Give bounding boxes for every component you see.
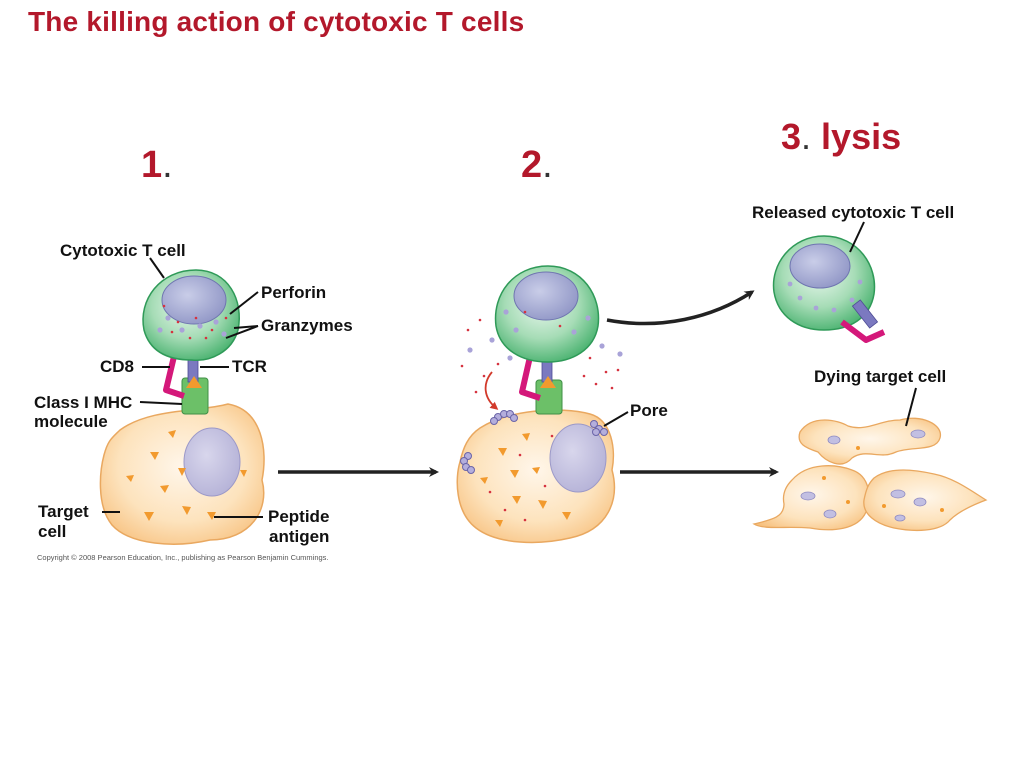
label-dying-target-cell: Dying target cell (814, 367, 947, 386)
step-2-heading: 2. (521, 144, 553, 187)
pore-leader-line (603, 411, 629, 427)
label-cd8: CD8 (100, 357, 135, 376)
peptide-antigens-1 (126, 430, 247, 521)
step-2-suffix: . (542, 144, 553, 186)
label-antigen: antigen (269, 527, 330, 546)
leader-lines-3 (849, 221, 917, 427)
slide-title: The killing action of cytotoxic T cells (28, 6, 525, 37)
step-1-number: 1 (141, 144, 163, 186)
granzyme-dots-in-target-2 (488, 434, 554, 522)
label-target-cell: cell (38, 522, 67, 541)
target-nucleus-1 (183, 427, 241, 497)
pore-clusters (460, 410, 608, 474)
label-released-cytotoxic-t-cell: Released cytotoxic T cell (752, 203, 955, 222)
peptide-antigens-2 (480, 433, 571, 527)
label-pore: Pore (630, 401, 668, 420)
dying-nucleus-fragments (800, 429, 927, 522)
label-target: Target (38, 502, 89, 521)
released-t-cell-granules (787, 279, 863, 313)
step-2-number: 2 (521, 144, 543, 186)
arrow-release (606, 290, 755, 326)
cd8-2 (519, 347, 541, 401)
released-tcr (851, 299, 879, 329)
target-nucleus-2 (549, 423, 607, 493)
label-mhc-molecule: molecule (34, 412, 108, 431)
presented-antigen-2 (540, 376, 556, 388)
label-granzymes: Granzymes (261, 316, 353, 335)
released-cd8 (840, 319, 886, 343)
panel-1 (99, 257, 265, 545)
step-3-heading: 3. lysis (781, 116, 901, 158)
released-granules-2 (467, 309, 623, 361)
cd8-1 (163, 347, 185, 399)
t-cell-nucleus-1 (161, 275, 227, 325)
granzyme-dots-1 (162, 304, 228, 340)
label-tcr: TCR (232, 357, 267, 376)
copyright-notice: Copyright © 2008 Pearson Education, Inc.… (37, 553, 329, 562)
panel-2 (456, 265, 629, 544)
perforin-granules-1 (157, 315, 227, 337)
label-peptide: Peptide (268, 507, 330, 526)
step-3-text: lysis (811, 116, 902, 157)
released-granzymes-2 (460, 310, 620, 394)
dying-antigen-fragments (822, 446, 944, 512)
step-1-suffix: . (162, 144, 173, 186)
step-3-number: 3 (781, 116, 802, 157)
released-t-cell-nucleus (789, 243, 851, 289)
label-cytotoxic-t-cell: Cytotoxic T cell (60, 241, 186, 260)
step-1-heading: 1. (141, 144, 173, 187)
leader-lines-1 (102, 257, 263, 518)
granzyme-entry-arrow (484, 371, 499, 410)
label-perforin: Perforin (261, 283, 327, 302)
label-class-i-mhc: Class I MHC (34, 393, 133, 412)
step-3-suffix: . (801, 116, 812, 157)
dying-target-fragment-upper (798, 417, 941, 465)
presented-antigen-1 (186, 376, 202, 388)
panel-3 (752, 221, 988, 532)
t-cell-nucleus-2 (513, 271, 579, 321)
